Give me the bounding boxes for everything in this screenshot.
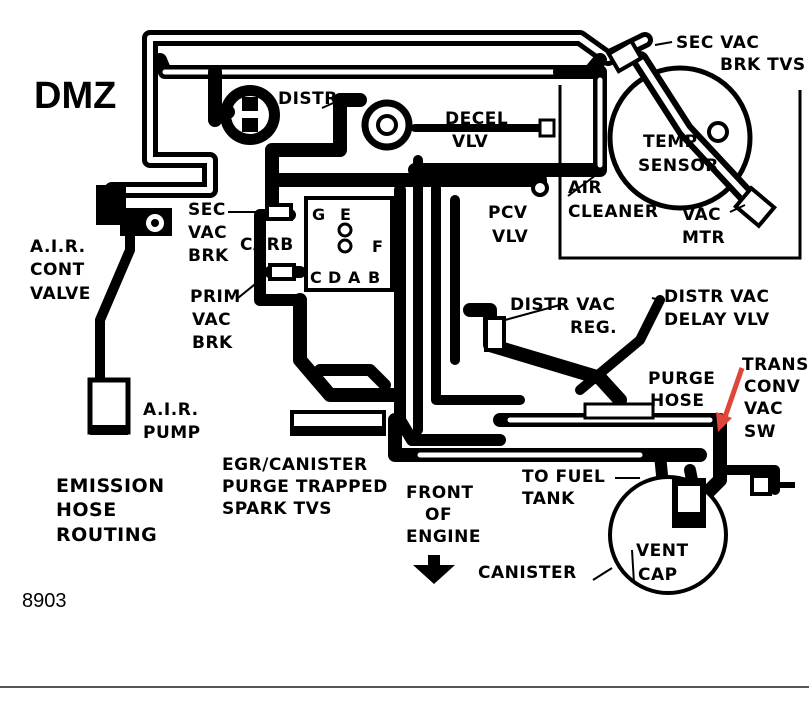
air-pump-label: PUMP bbox=[143, 423, 201, 443]
sec-vac-brk-label: BRK bbox=[188, 246, 229, 266]
diagram-code: DMZ bbox=[34, 75, 116, 117]
vent-cap-label: VENT bbox=[636, 541, 689, 561]
carb-port-a: A bbox=[348, 268, 361, 287]
carb-port-g: G bbox=[312, 205, 326, 224]
trans-conv-label: CONV bbox=[744, 377, 801, 397]
prim-vac-brk-label: PRIM bbox=[190, 287, 241, 307]
carb-port-d: D bbox=[328, 268, 342, 287]
air-cont-valve-label: CONT bbox=[30, 260, 85, 280]
sec-vac-brk-label: VAC bbox=[188, 223, 227, 243]
divider bbox=[0, 686, 809, 688]
pcv-valve bbox=[531, 179, 549, 197]
front-of-engine-label: FRONT bbox=[406, 483, 473, 503]
pcv-vlv-label: PCV bbox=[488, 203, 528, 223]
air-control-valve bbox=[96, 185, 172, 236]
red-arrow-icon bbox=[716, 367, 745, 432]
carb-port-b: B bbox=[368, 268, 381, 287]
prim-vac-brk-label: BRK bbox=[192, 333, 233, 353]
figure-number: 8903 bbox=[22, 590, 67, 612]
sec-vac-brk-tvs-label: SEC VAC bbox=[676, 33, 759, 53]
vac-mtr-label: MTR bbox=[682, 228, 725, 248]
decel-vlv-label: VLV bbox=[452, 132, 489, 152]
egr-label: EGR bbox=[296, 141, 336, 161]
carb-label: CARB bbox=[240, 235, 294, 255]
caption-line: ROUTING bbox=[56, 524, 157, 546]
purge-hose-label: PURGE bbox=[648, 369, 715, 389]
purge-hose bbox=[583, 402, 655, 420]
carb-port-f: F bbox=[372, 237, 383, 256]
air-pump bbox=[87, 377, 131, 435]
air-cont-valve-label: VALVE bbox=[30, 284, 91, 304]
canister bbox=[608, 475, 728, 595]
trans-conv-vac-switch bbox=[750, 474, 795, 496]
carb-port-e: E bbox=[340, 205, 351, 224]
trans-conv-label: TRANS bbox=[742, 355, 809, 375]
vent-cap-label: CAP bbox=[638, 565, 678, 585]
sec-vac-brk-label: SEC bbox=[188, 200, 226, 220]
decel-valve bbox=[538, 118, 556, 138]
to-fuel-tank-label: TO FUEL bbox=[522, 467, 605, 487]
air-cont-valve-label: A.I.R. bbox=[30, 237, 86, 257]
pcv-vlv-label: VLV bbox=[492, 227, 529, 247]
front-of-engine-label: OF bbox=[425, 505, 452, 525]
leader-lines bbox=[228, 41, 746, 584]
canister-label: CANISTER bbox=[478, 563, 577, 583]
temp-sensor-label: SENSOR bbox=[638, 156, 719, 176]
air-cleaner-label: AIR bbox=[568, 178, 602, 198]
temp-sensor-label: TEMP bbox=[643, 132, 698, 152]
carb-port-c: C bbox=[310, 268, 322, 287]
to-fuel-tank-label: TANK bbox=[522, 489, 575, 509]
decel-vlv-label: DECEL bbox=[445, 109, 508, 129]
trans-conv-label: VAC bbox=[744, 399, 783, 419]
caption-line: HOSE bbox=[56, 499, 117, 521]
distr-vac-reg-label: REG. bbox=[570, 318, 617, 338]
distr-vac-delay-label: DELAY VLV bbox=[664, 310, 770, 330]
sec-vac-brk-tvs-label: BRK TVS bbox=[720, 55, 806, 75]
egr-canister-label: PURGE TRAPPED bbox=[222, 477, 388, 497]
prim-vac-brk-label: VAC bbox=[192, 310, 231, 330]
vac-motor bbox=[732, 185, 778, 229]
distr-vac-delay-label: DISTR VAC bbox=[664, 287, 769, 307]
distr-label: DISTR bbox=[278, 89, 338, 109]
sec-vac-brk-tvs bbox=[606, 38, 644, 74]
front-arrow-icon bbox=[413, 555, 455, 584]
purge-hose-label: HOSE bbox=[650, 391, 705, 411]
egr-valve bbox=[361, 99, 413, 151]
air-cleaner-label: CLEANER bbox=[568, 202, 659, 222]
caption-line: EMISSION bbox=[56, 475, 165, 497]
air-pump-label: A.I.R. bbox=[143, 400, 199, 420]
distr-vac-reg-label: DISTR VAC bbox=[510, 295, 615, 315]
distr-vac-reg bbox=[484, 316, 506, 352]
temp-sensor bbox=[631, 51, 764, 214]
distributor bbox=[220, 85, 280, 145]
egr-canister-label: SPARK TVS bbox=[222, 499, 332, 519]
trans-conv-label: SW bbox=[744, 422, 776, 442]
front-of-engine-label: ENGINE bbox=[406, 527, 481, 547]
egr-canister-tvs bbox=[290, 410, 386, 436]
egr-canister-label: EGR/CANISTER bbox=[222, 455, 368, 475]
vac-mtr-label: VAC bbox=[682, 205, 721, 225]
